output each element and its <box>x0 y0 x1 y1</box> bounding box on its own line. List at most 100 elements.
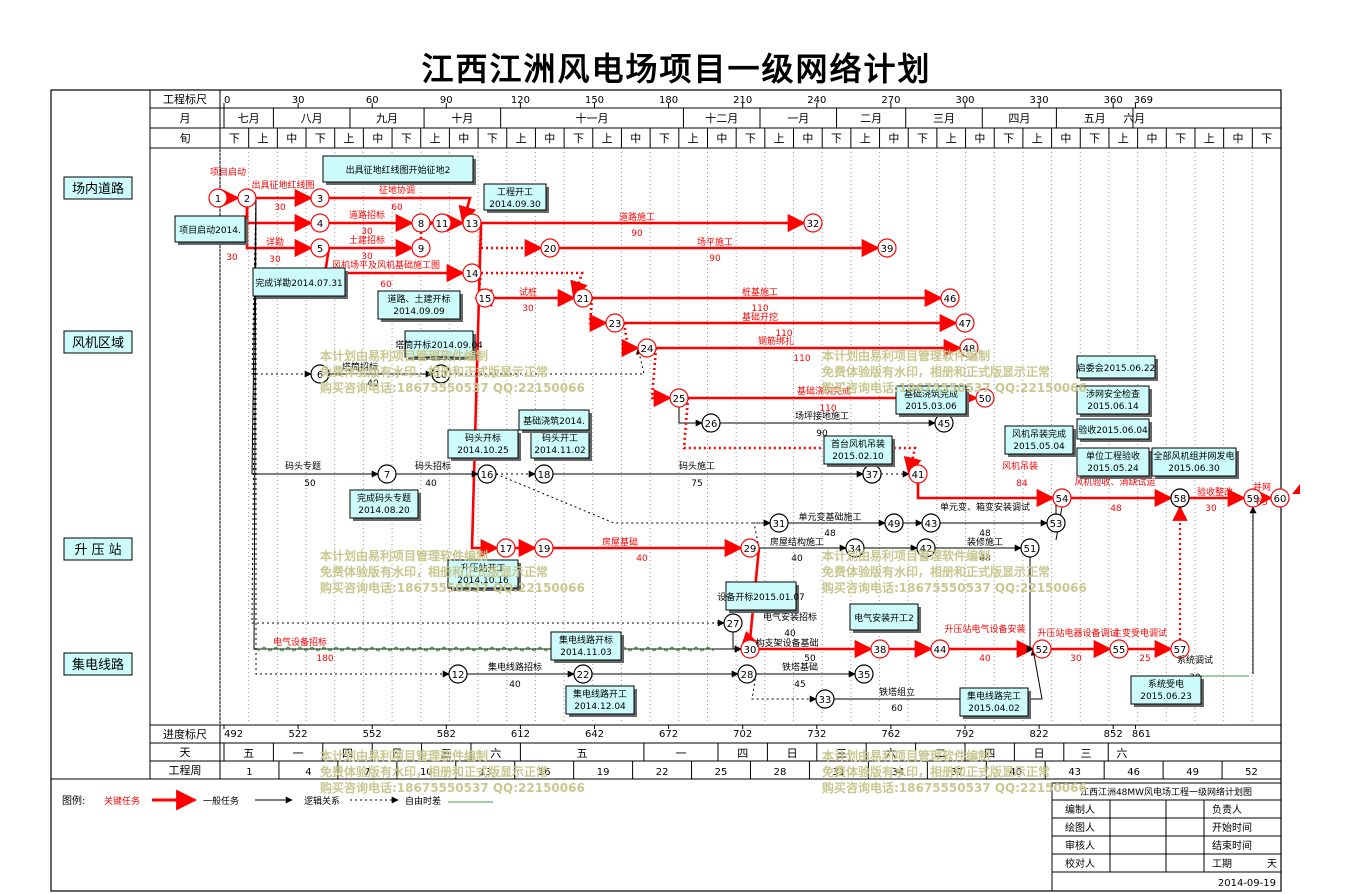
node-number: 29 <box>744 544 757 555</box>
day-label: 四 <box>342 747 353 760</box>
week-label: 28 <box>774 767 787 778</box>
milestone-label: 项目启动2014. <box>179 224 241 236</box>
milestone-box <box>404 330 474 358</box>
milestone-date: 2015.06.23 <box>1140 692 1192 702</box>
network-node <box>1270 488 1290 508</box>
milestone-box <box>849 603 919 631</box>
network-node <box>815 689 835 709</box>
day-label: 日 <box>787 747 798 760</box>
month-label: 八月 <box>301 112 323 125</box>
milestone-box <box>959 687 1029 717</box>
node-number: 38 <box>874 645 887 656</box>
xun-label: 下 <box>745 132 756 145</box>
xun-label: 下 <box>315 132 326 145</box>
xun-label: 上 <box>1032 132 1043 145</box>
scale-tick-label: 150 <box>585 95 604 106</box>
month-label: 七月 <box>238 112 260 125</box>
progress-tick-label: 852 <box>1104 729 1123 740</box>
node-number: 49 <box>888 519 901 530</box>
node-number: 55 <box>1113 645 1126 656</box>
network-node <box>477 464 497 484</box>
milestone-date: 2014.12.04 <box>574 702 626 712</box>
network-node <box>540 238 560 258</box>
free-float-line <box>257 646 715 652</box>
week-label: 7 <box>364 767 370 778</box>
network-node <box>854 664 874 684</box>
milestone-box <box>252 267 346 297</box>
task-duration: 40 <box>425 479 437 489</box>
milestone-box <box>1076 418 1150 440</box>
week-label: 43 <box>1068 767 1081 778</box>
milestone-label: 集电线路开标 <box>559 634 613 646</box>
area-box <box>63 330 133 354</box>
month-label: 四月 <box>1008 112 1030 125</box>
legend-item: 逻辑关系 <box>304 795 340 807</box>
task-duration: 30 <box>1205 504 1217 514</box>
week-label: 1 <box>246 767 252 778</box>
node-number: 20 <box>544 244 557 255</box>
task-name: 升压站电气设备安装 <box>944 623 1025 635</box>
task-duration: 90 <box>709 254 721 264</box>
milestone-date: 2015.02.10 <box>832 452 884 462</box>
node-number: 21 <box>577 294 590 305</box>
milestone-label: 完成详勘2014.07.31 <box>255 277 343 289</box>
node-number: 51 <box>1024 544 1037 555</box>
task-duration: 90 <box>816 429 828 439</box>
xun-label: 上 <box>516 132 527 145</box>
progress-tick-label: 522 <box>289 729 308 740</box>
network-node <box>310 213 330 233</box>
network-node <box>475 288 495 308</box>
network-node <box>723 613 743 633</box>
xun-label: 下 <box>573 132 584 145</box>
network-node <box>1046 513 1066 533</box>
network-node <box>637 338 657 358</box>
scale-tick-label: 60 <box>366 95 379 106</box>
critical-task-arrow <box>479 223 543 258</box>
node-number: 48 <box>963 344 976 355</box>
milestone-label: 工程开工 <box>497 187 533 198</box>
task-name: 风机吊装 <box>1002 460 1038 472</box>
milestone-date: 2014.10.16 <box>457 576 509 586</box>
node-number: 25 <box>673 394 686 405</box>
node-number: 50 <box>979 394 992 405</box>
milestone-label: 塔筒开标2014.09.04 <box>395 339 483 351</box>
task-name: 系统调试 <box>1177 654 1213 666</box>
network-node <box>1032 639 1052 659</box>
task-duration: 50 <box>304 479 316 489</box>
critical-task-arrow <box>682 397 922 476</box>
task-name: 码头专题 <box>285 460 321 472</box>
node-number: 28 <box>741 670 754 681</box>
node-number: 57 <box>1174 645 1187 656</box>
day-label: 五 <box>577 747 588 760</box>
area-label: 集电线路 <box>72 657 124 673</box>
network-node <box>921 513 941 533</box>
milestone-label: 电气安装开工2 <box>854 612 914 624</box>
week-label: 10 <box>420 767 433 778</box>
task-duration: 40 <box>509 680 521 690</box>
progress-tick-label: 642 <box>585 729 604 740</box>
task-name: 房屋结构施工 <box>770 536 824 548</box>
xun-label: 上 <box>602 132 613 145</box>
network-node <box>448 664 468 684</box>
node-number: 32 <box>807 219 820 230</box>
milestone-box <box>895 385 967 415</box>
milestone-box <box>349 489 419 519</box>
titleblock-label: 工期 <box>1212 858 1232 870</box>
titleblock-label: 编制人 <box>1065 803 1095 816</box>
node-number: 47 <box>959 319 972 330</box>
node-number: 9 <box>418 244 424 255</box>
node-number: 60 <box>1274 494 1287 505</box>
task-name: 出具征地红线图 <box>251 179 314 191</box>
month-label: 十月 <box>451 111 473 125</box>
milestone-label: 首台风机吊装 <box>831 438 885 450</box>
task-name: 集电线路招标 <box>488 661 542 673</box>
node-number: 7 <box>384 470 390 481</box>
finish-flag-icon <box>1292 484 1300 494</box>
progress-tick-label: 732 <box>807 729 826 740</box>
area-label: 升 压 站 <box>74 543 121 558</box>
network-node <box>930 639 950 659</box>
progress-tick-label: 792 <box>955 729 974 740</box>
node-number: 16 <box>481 470 494 481</box>
xun-label: 下 <box>401 132 412 145</box>
